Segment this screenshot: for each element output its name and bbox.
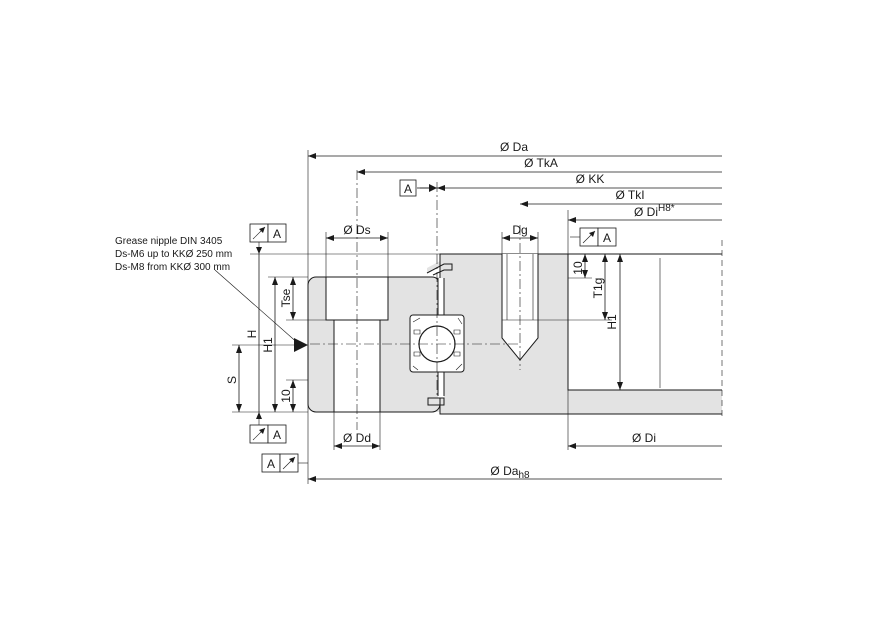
dim-s: S <box>225 344 308 413</box>
label-di: Ø Di <box>632 431 656 445</box>
svg-text:A: A <box>267 457 275 471</box>
dim-h1-left: H1 <box>261 276 308 412</box>
label-di-h8: Ø DiH8* <box>634 203 675 219</box>
dim-da-h8: Ø Dah8 <box>307 412 722 484</box>
dim-da: Ø Da <box>307 140 722 412</box>
dim-di-h8: Ø DiH8* <box>567 203 722 254</box>
label-tka: Ø TkA <box>524 156 558 170</box>
note-line-1: Grease nipple DIN 3405 <box>115 236 223 247</box>
dim-tka: Ø TkA <box>357 156 722 175</box>
label-da: Ø Da <box>500 140 528 154</box>
dim-ds: Ø Ds <box>325 223 389 277</box>
label-s: S <box>225 376 239 384</box>
label-dg: Dg <box>512 223 527 237</box>
runout-frame-top-right: A <box>570 227 617 247</box>
dim-h1-right: H1 <box>605 254 623 390</box>
inner-tapped-hole <box>501 225 539 370</box>
label-tse: Tse <box>279 288 293 307</box>
svg-text:A: A <box>603 231 611 245</box>
dim-dd: Ø Dd <box>333 412 381 450</box>
runout-frame-bottom-left: A <box>249 412 287 444</box>
svg-text:A: A <box>273 428 281 442</box>
label-kk: Ø KK <box>576 172 605 186</box>
label-tki: Ø TkI <box>615 188 644 202</box>
note-line-3: Ds-M8 from KKØ 300 mm <box>115 262 230 273</box>
dim-tki: Ø TkI <box>520 188 722 207</box>
label-10-right: 10 <box>571 261 585 275</box>
label-h1-right: H1 <box>605 314 619 330</box>
label-t1g: T1g <box>591 278 605 299</box>
dim-dg: Dg <box>501 223 539 254</box>
label-10-left: 10 <box>279 389 293 403</box>
grease-nipple-marker <box>214 269 308 352</box>
runout-frame-da-h8: A <box>261 453 308 473</box>
label-da-h8: Ø Dah8 <box>490 464 530 481</box>
datum-letter: A <box>404 182 412 196</box>
label-ds: Ø Ds <box>343 223 370 237</box>
note-line-2: Ds-M6 up to KKØ 250 mm <box>115 249 232 260</box>
dim-di: Ø Di <box>567 390 722 450</box>
label-dd: Ø Dd <box>343 431 371 445</box>
grease-nipple-note: Grease nipple DIN 3405 Ds-M6 up to KKØ 2… <box>115 236 232 273</box>
dim-10-right: 10 <box>568 254 592 279</box>
label-h: H <box>245 330 259 339</box>
dim-t1g: T1g <box>538 254 612 321</box>
datum-box-kk: A <box>399 179 417 197</box>
runout-frame-top-left: A <box>249 223 287 254</box>
dim-h: H <box>245 253 440 412</box>
outer-bolt-hole <box>325 170 389 430</box>
svg-text:A: A <box>273 227 281 241</box>
dim-kk: Ø KK <box>417 172 722 192</box>
dim-10-left: 10 <box>279 379 308 412</box>
dim-tse: Tse <box>279 277 334 321</box>
raceway-ball <box>310 182 520 398</box>
inner-bore <box>567 240 723 420</box>
